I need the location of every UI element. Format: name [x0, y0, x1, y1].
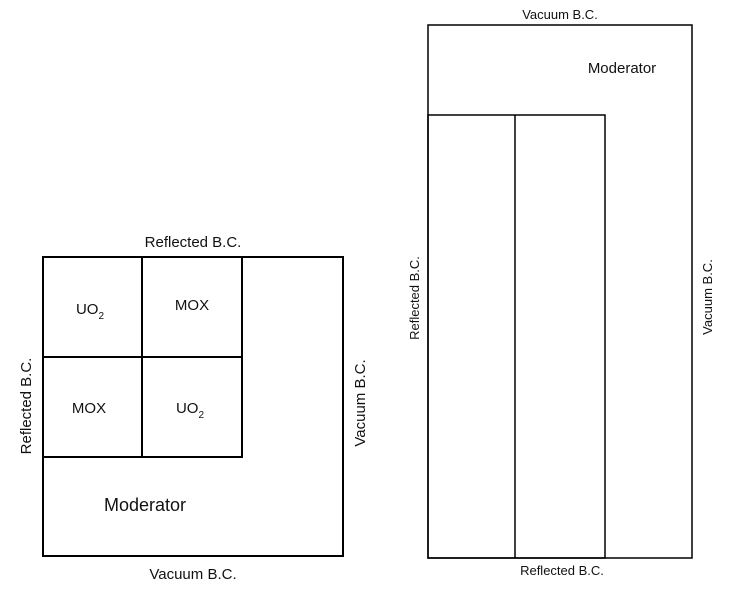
left-right-bc-label: Vacuum B.C.: [352, 359, 369, 446]
right-top-bc-label: Vacuum B.C.: [522, 7, 598, 22]
cell-bottom-left-label: MOX: [72, 400, 106, 417]
cell-bottom-right-label: UO2: [176, 400, 205, 421]
right-geometry: Vacuum B.C. Reflected B.C. Reflected B.C…: [407, 7, 715, 578]
left-left-bc-label: Reflected B.C.: [18, 358, 35, 455]
cell-top-left-label: UO2: [76, 301, 105, 322]
left-bottom-bc-label: Vacuum B.C.: [149, 566, 236, 583]
right-bottom-bc-label: Reflected B.C.: [520, 563, 604, 578]
right-right-bc-label: Vacuum B.C.: [700, 259, 715, 335]
right-outer-boundary: [427, 24, 693, 559]
right-fuel-region: [427, 114, 606, 559]
right-moderator-label: Moderator: [588, 60, 656, 77]
cell-top-right-label: MOX: [175, 297, 209, 314]
left-top-bc-label: Reflected B.C.: [145, 234, 242, 251]
left-moderator-label: Moderator: [104, 495, 186, 515]
left-geometry: Reflected B.C. Vacuum B.C. Reflected B.C…: [18, 234, 369, 583]
right-left-bc-label: Reflected B.C.: [407, 256, 422, 340]
